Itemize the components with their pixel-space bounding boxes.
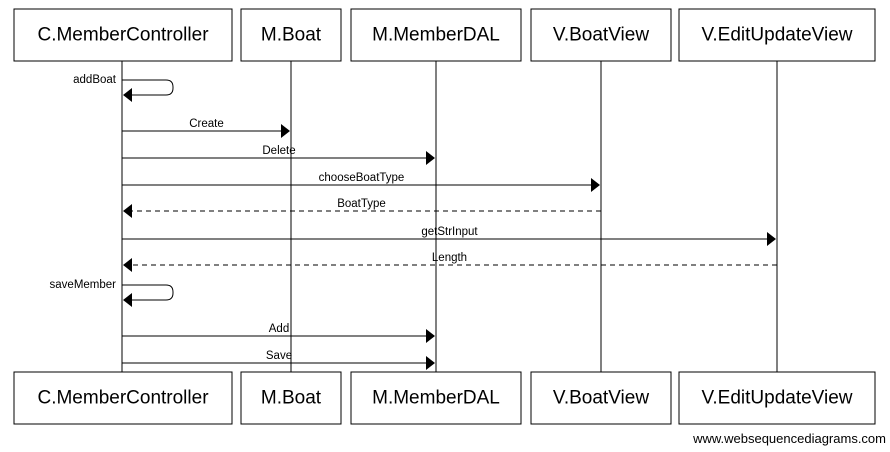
message-label: Add: [269, 323, 289, 335]
participant-box-ctrl-top: C.MemberController: [13, 8, 233, 62]
participant-label: V.BoatView: [553, 25, 649, 46]
participant-rect: [13, 371, 233, 425]
participant-box-bview-bottom: V.BoatView: [530, 371, 672, 425]
arrow-head: [591, 178, 600, 192]
message-label: Length: [432, 252, 467, 264]
message-saveMember: saveMember: [50, 279, 174, 307]
participant-label: C.MemberController: [37, 388, 209, 409]
arrow-head: [123, 204, 132, 218]
participant-label: M.MemberDAL: [372, 388, 500, 409]
message-label: getStrInput: [421, 226, 478, 238]
participant-boxes: C.MemberControllerC.MemberControllerM.Bo…: [13, 8, 876, 425]
arrow-head: [426, 329, 435, 343]
participant-label: V.BoatView: [553, 388, 649, 409]
participant-rect: [350, 8, 522, 62]
participant-box-boat-top: M.Boat: [240, 8, 342, 62]
arrow-head: [123, 88, 132, 102]
message-Create: Create: [122, 118, 290, 138]
message-Delete: Delete: [122, 145, 435, 165]
participant-box-ctrl-bottom: C.MemberController: [13, 371, 233, 425]
participant-label: V.EditUpdateView: [701, 25, 852, 46]
message-line: [122, 284, 174, 301]
message-getStrInput: getStrInput: [122, 226, 776, 246]
message-label: chooseBoatType: [319, 172, 405, 184]
arrow-head: [123, 293, 132, 307]
participant-rect: [530, 8, 672, 62]
message-BoatType: BoatType: [123, 198, 601, 218]
message-line: [122, 79, 174, 96]
participant-box-eview-bottom: V.EditUpdateView: [678, 371, 876, 425]
participant-label: M.Boat: [261, 25, 322, 46]
message-chooseBoatType: chooseBoatType: [122, 172, 600, 192]
watermark: www.websequencediagrams.com: [692, 431, 886, 446]
arrow-head: [767, 232, 776, 246]
participant-rect: [530, 371, 672, 425]
participant-box-dal-bottom: M.MemberDAL: [350, 371, 522, 425]
message-Save: Save: [122, 350, 435, 370]
message-Add: Add: [122, 323, 435, 343]
participant-rect: [240, 8, 342, 62]
participant-box-boat-bottom: M.Boat: [240, 371, 342, 425]
participant-rect: [240, 371, 342, 425]
arrow-head: [123, 258, 132, 272]
participant-label: V.EditUpdateView: [701, 388, 852, 409]
arrow-head: [426, 356, 435, 370]
message-label: Create: [189, 118, 224, 130]
participant-label: M.Boat: [261, 388, 322, 409]
message-label: addBoat: [73, 74, 117, 86]
message-label: BoatType: [337, 198, 386, 210]
participant-label: M.MemberDAL: [372, 25, 500, 46]
message-label: saveMember: [50, 279, 117, 291]
participant-rect: [13, 8, 233, 62]
message-Length: Length: [123, 252, 777, 272]
participant-rect: [678, 8, 876, 62]
arrow-head: [281, 124, 290, 138]
participant-box-bview-top: V.BoatView: [530, 8, 672, 62]
arrow-head: [426, 151, 435, 165]
participant-label: C.MemberController: [37, 25, 209, 46]
lifelines: [121, 61, 778, 372]
message-label: Save: [266, 350, 292, 362]
message-label: Delete: [262, 145, 295, 157]
participant-box-eview-top: V.EditUpdateView: [678, 8, 876, 62]
participant-rect: [350, 371, 522, 425]
participant-rect: [678, 371, 876, 425]
message-addBoat: addBoat: [73, 74, 174, 102]
participant-box-dal-top: M.MemberDAL: [350, 8, 522, 62]
